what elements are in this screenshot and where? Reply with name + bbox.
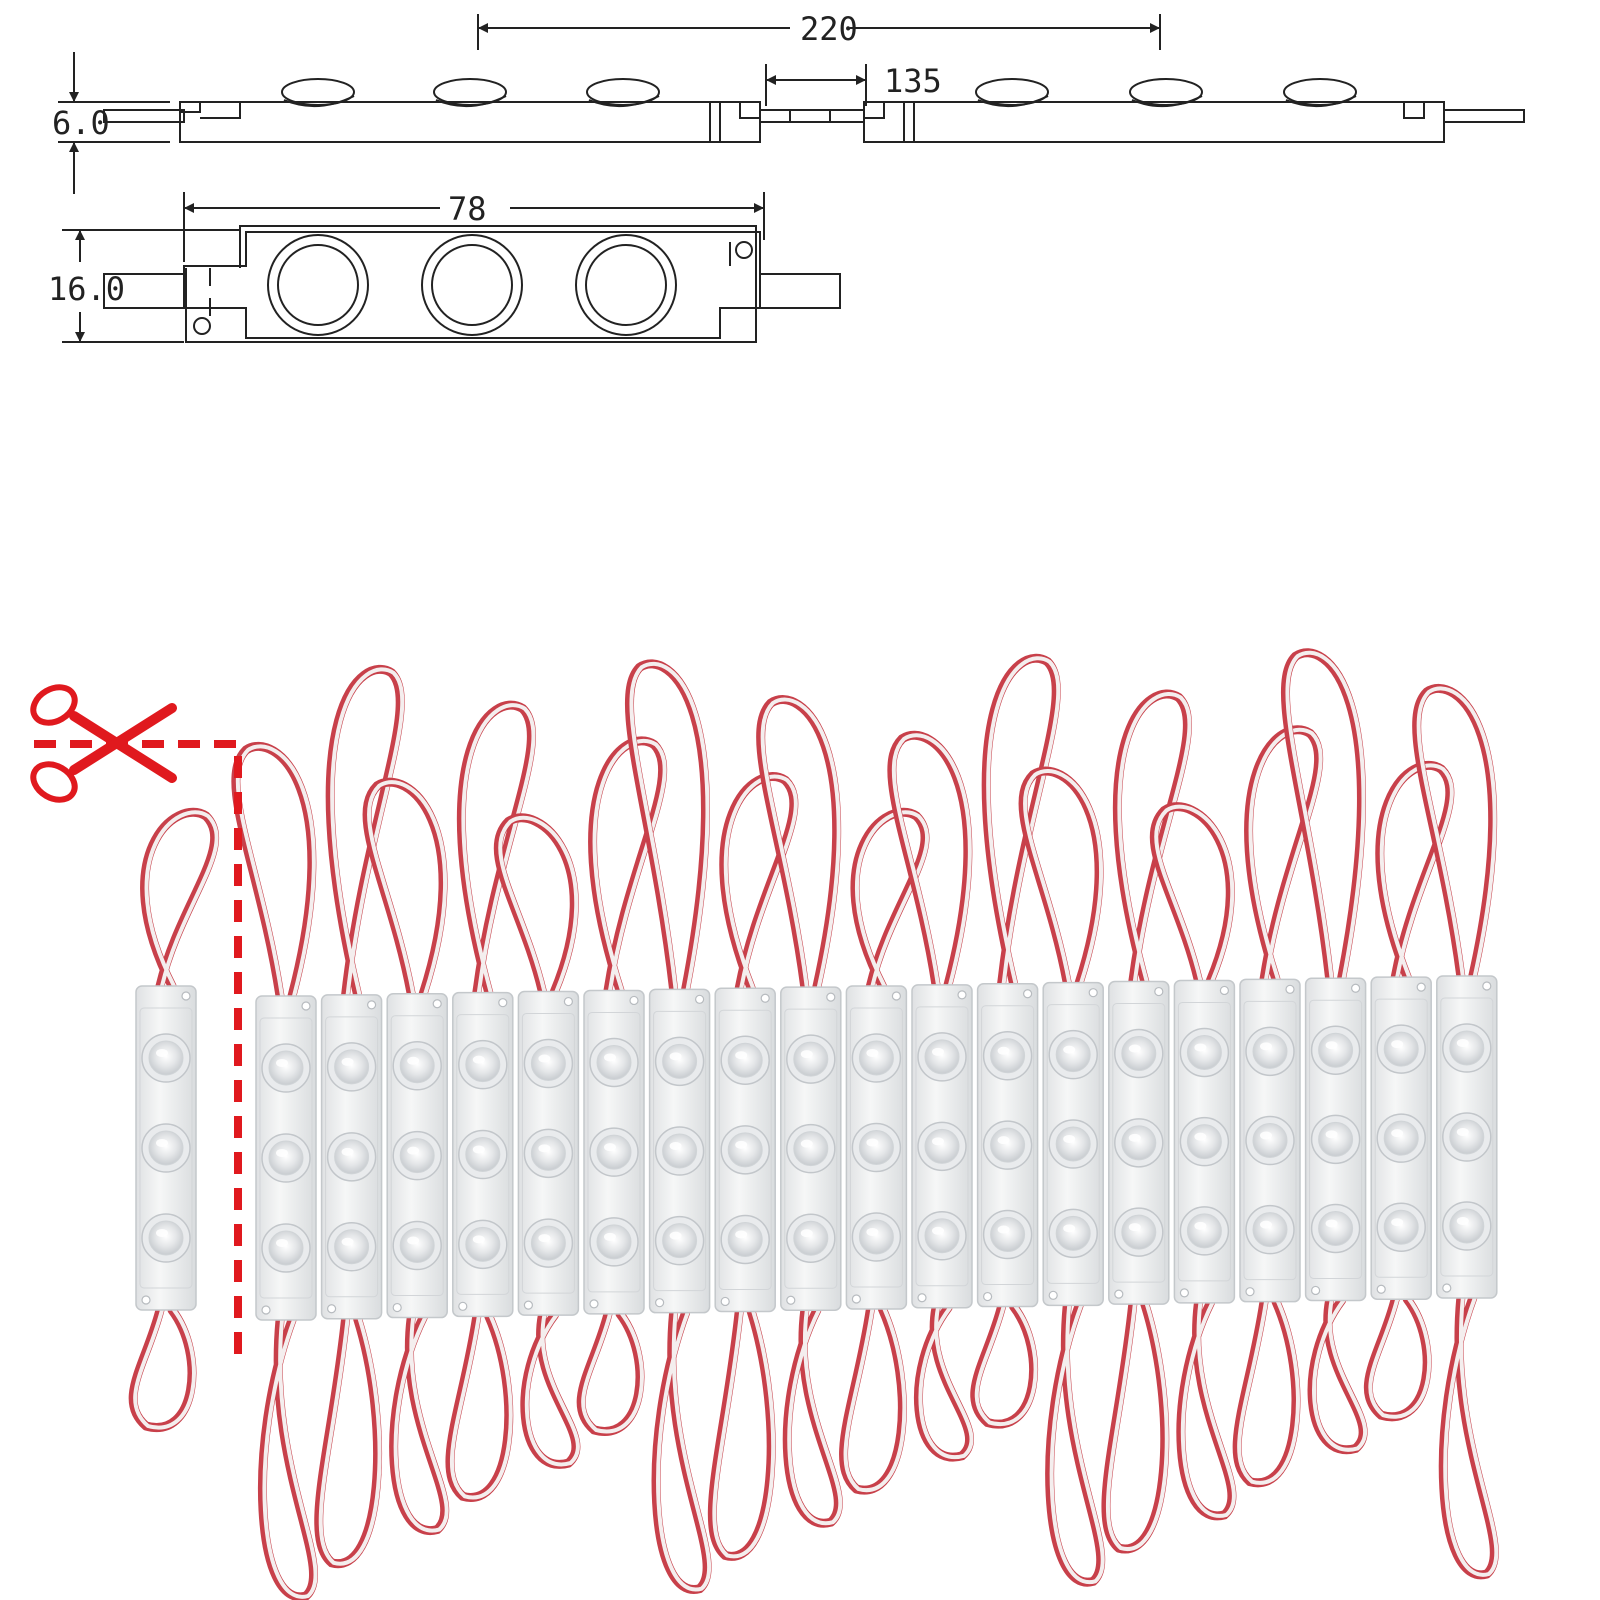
led-module-10: [780, 986, 842, 1311]
led-module-17: [1239, 978, 1301, 1303]
led-module-9: [714, 987, 776, 1313]
led-module-19: [1370, 976, 1432, 1300]
led-module-13: [976, 983, 1039, 1308]
top-view-module: [103, 225, 841, 343]
led-module-12: [911, 984, 973, 1309]
led-module-14: [1042, 981, 1104, 1307]
led-module-5: [452, 991, 514, 1318]
scissors-icon: [30, 684, 177, 803]
led-module-1: [135, 985, 197, 1311]
led-module-6: [517, 990, 580, 1316]
led-module-11: [845, 985, 908, 1310]
dim-label-length: 78: [448, 190, 487, 228]
dim-label-width: 16.0: [48, 270, 125, 308]
side-view-module-right: [863, 78, 1525, 143]
technical-drawing: [58, 14, 1525, 343]
led-module-15: [1108, 980, 1170, 1305]
led-module-20: [1436, 975, 1498, 1299]
dim-label-height: 6.0: [52, 104, 110, 142]
dim-label-gap: 135: [884, 62, 942, 100]
led-module-16: [1173, 979, 1236, 1304]
side-view-wire: [759, 109, 865, 123]
led-module-2: [255, 995, 317, 1321]
module-chain: [135, 975, 1498, 1321]
cut-line: [34, 740, 242, 1366]
wire-chain: [128, 648, 1499, 1600]
led-module-18: [1304, 977, 1367, 1302]
side-view-module-left: [103, 78, 761, 143]
led-module-4: [386, 993, 448, 1319]
led-module-8: [648, 988, 711, 1314]
wire-top-1: [140, 807, 220, 991]
dim-label-total-span: 220: [800, 10, 858, 48]
led-module-7: [583, 989, 645, 1315]
led-module-3: [320, 994, 383, 1320]
